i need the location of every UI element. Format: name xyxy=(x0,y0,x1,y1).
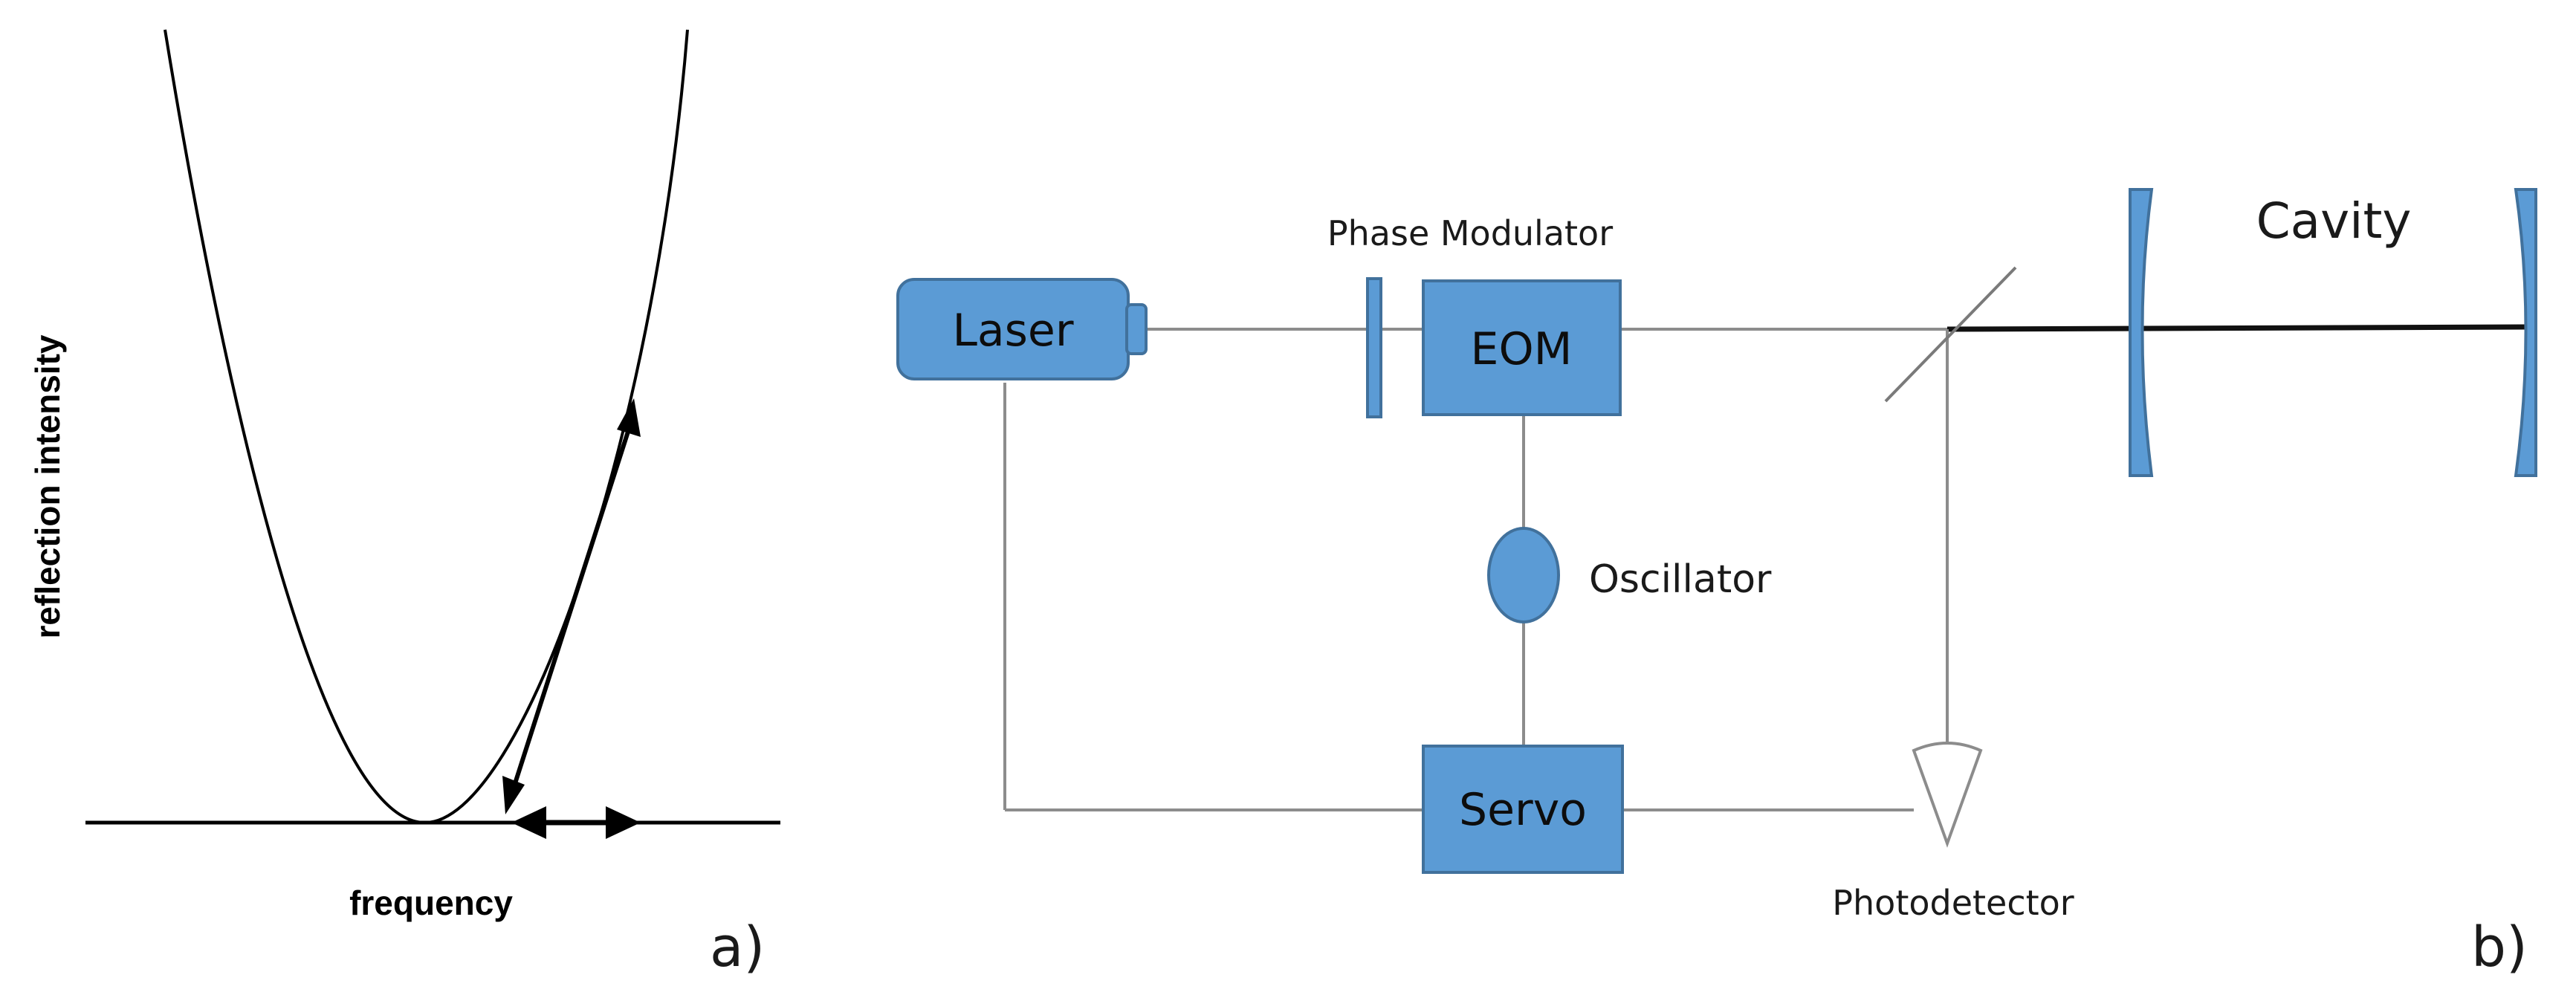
photodetector-label: Photodetector xyxy=(1832,883,2074,923)
phase-modulator-plate xyxy=(1366,277,1382,418)
photodetector-shape xyxy=(1912,742,1983,848)
panel-a-letter: a) xyxy=(710,915,765,979)
cavity-left-mirror xyxy=(2129,188,2154,477)
oscillator-label: Oscillator xyxy=(1589,557,1772,602)
servo-component: Servo xyxy=(1422,745,1624,874)
beam-splitter xyxy=(1884,266,2017,403)
laser-component: Laser xyxy=(896,278,1148,380)
eom-box xyxy=(1422,279,1622,416)
oscillator-circle xyxy=(1487,527,1560,623)
slope-arrow-head-bottom xyxy=(502,776,525,814)
laser-label: Laser xyxy=(952,305,1073,357)
frequency-modulation-arrow-right-head xyxy=(606,806,641,839)
cavity-right-mirror xyxy=(2514,188,2537,477)
y-axis-label: reflection intensity xyxy=(28,334,67,638)
slope-arrow-line xyxy=(508,412,636,800)
laser-output-port xyxy=(1125,303,1148,355)
eom-label: EOM xyxy=(1471,323,1573,375)
servo-label: Servo xyxy=(1459,784,1587,836)
cavity-label: Cavity xyxy=(2256,192,2412,250)
x-axis-label: frequency xyxy=(349,884,513,922)
photodetector-icon: Photodetector xyxy=(1832,742,2074,923)
reflection-curve xyxy=(164,29,689,825)
panel-b: Laser Phase Modulator EOM Oscillator Ser… xyxy=(896,188,2537,979)
eom-component: EOM xyxy=(1422,279,1622,416)
oscillator-component: Oscillator xyxy=(1487,527,1772,623)
panel-b-letter: b) xyxy=(2471,915,2528,979)
beam-splitter-to-cavity xyxy=(1946,324,2525,332)
phase-modulator-label: Phase Modulator xyxy=(1327,213,1613,253)
frequency-modulation-arrow-left-head xyxy=(511,806,546,839)
slope-arrow-head-top xyxy=(617,398,641,437)
panel-a: reflection intensity frequency a) xyxy=(28,29,780,979)
servo-box xyxy=(1422,745,1624,874)
